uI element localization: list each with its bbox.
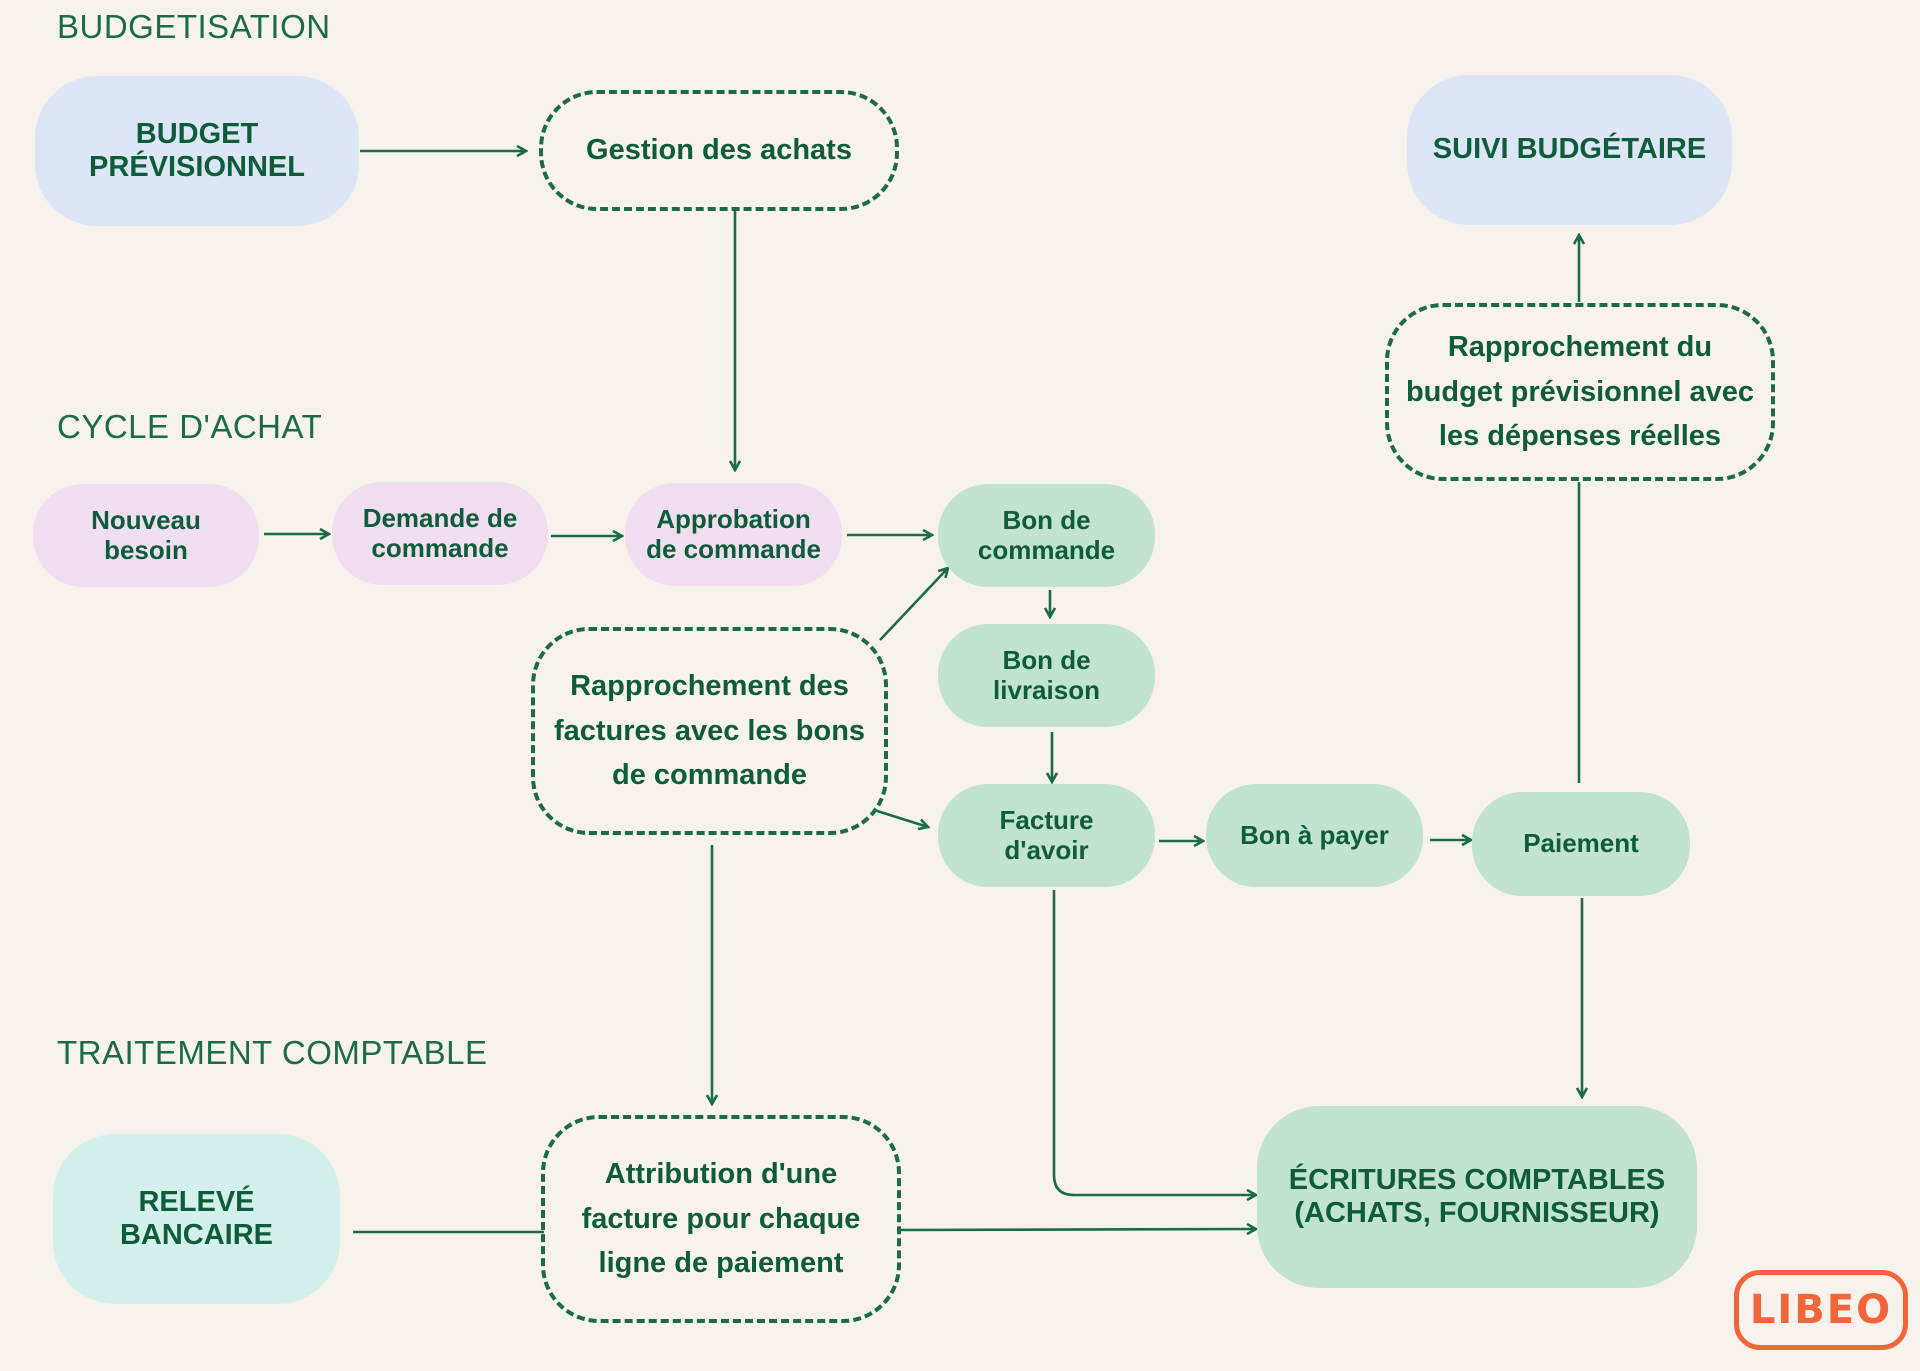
bon-commande-node: Bon de commande xyxy=(938,484,1155,587)
nouveau-besoin-node: Nouveau besoin xyxy=(33,484,259,587)
arrow-rapprochement-to-facture xyxy=(873,808,928,827)
arrow-rapprochement-to-bon-commande xyxy=(879,568,948,641)
releve-bancaire-node: RELEVÉ BANCAIRE xyxy=(53,1134,340,1304)
arrow-facture-to-ecritures xyxy=(1052,890,1256,1195)
gestion-achats-node: Gestion des achats xyxy=(539,90,899,211)
facture-avoir-node: Facture d'avoir xyxy=(938,784,1155,887)
attribution-facture-node: Attribution d'une facture pour chaque li… xyxy=(541,1115,901,1323)
section-label-traitement-comptable: TRAITEMENT COMPTABLE xyxy=(57,1034,488,1071)
rapprochement-budget-node: Rapprochement du budget prévisionnel ave… xyxy=(1385,303,1775,481)
section-label-cycle-achat: CYCLE D'ACHAT xyxy=(57,408,323,445)
suivi-budgetaire-node: SUIVI BUDGÉTAIRE xyxy=(1407,75,1732,225)
rapprochement-factures-node: Rapprochement des factures avec les bons… xyxy=(531,627,888,835)
budget-previsionnel-node: BUDGET PRÉVISIONNEL xyxy=(35,76,359,226)
arrow-attribution-to-ecritures xyxy=(898,1229,1256,1230)
bon-a-payer-node: Bon à payer xyxy=(1206,784,1423,887)
libeo-logo: LIBEO xyxy=(1734,1270,1908,1350)
approbation-commande-node: Approbation de commande xyxy=(625,483,842,586)
section-label-budgetisation: BUDGETISATION xyxy=(57,8,331,45)
bon-livraison-node: Bon de livraison xyxy=(938,624,1155,727)
ecritures-comptables-node: ÉCRITURES COMPTABLES (ACHATS, FOURNISSEU… xyxy=(1257,1106,1697,1288)
demande-commande-node: Demande de commande xyxy=(332,482,548,585)
paiement-node: Paiement xyxy=(1472,792,1690,896)
